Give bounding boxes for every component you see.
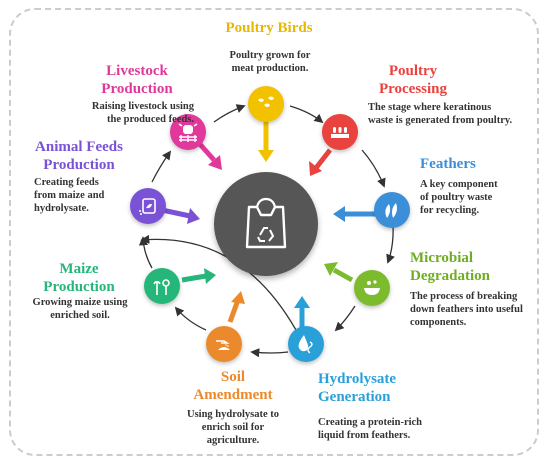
node-livestock-production[interactable] [170,114,206,150]
microbe-bowl-icon [364,280,380,295]
node-poultry-processing[interactable] [322,114,358,150]
cow-fence-icon [178,123,198,142]
arrow-maize-to-feeds [138,236,153,269]
arrow-birds-to-processing [289,105,324,124]
arrow-feeds-to-livestock [151,150,172,183]
birds-icon [258,96,274,107]
droplet-dna-icon [298,335,313,354]
arrow-feathers-to-microbial [386,223,395,264]
feathers-icon [385,203,397,218]
title-feathers: Feathers [420,156,476,172]
pointer-arrows [161,120,376,330]
center-hub [214,172,318,276]
arrow-processing-to-feathers [361,149,386,188]
title-poultry-birds: Poultry Birds [225,20,313,36]
node-poultry-birds[interactable] [248,86,284,122]
diagram-frame [9,8,539,456]
recycle-bag-icon [245,197,287,249]
node-microbial-degradation[interactable] [354,270,390,306]
node-soil-amendment[interactable] [206,326,242,362]
arrow-soil-to-maize [174,306,207,331]
soil-hand-icon [216,340,230,350]
node-feathers[interactable] [374,192,410,228]
maize-icon [153,279,170,295]
processing-icon [331,127,349,138]
node-hydrolysate-generation[interactable] [288,326,324,362]
node-animal-feeds-production[interactable] [130,188,166,224]
arrow-hydrolysate-to-soil [250,348,289,358]
node-maize-production[interactable] [144,268,180,304]
arrow-livestock-to-birds [213,104,246,123]
arrow-microbial-to-hydrolysate [334,305,356,332]
feed-bag-icon [139,198,156,215]
